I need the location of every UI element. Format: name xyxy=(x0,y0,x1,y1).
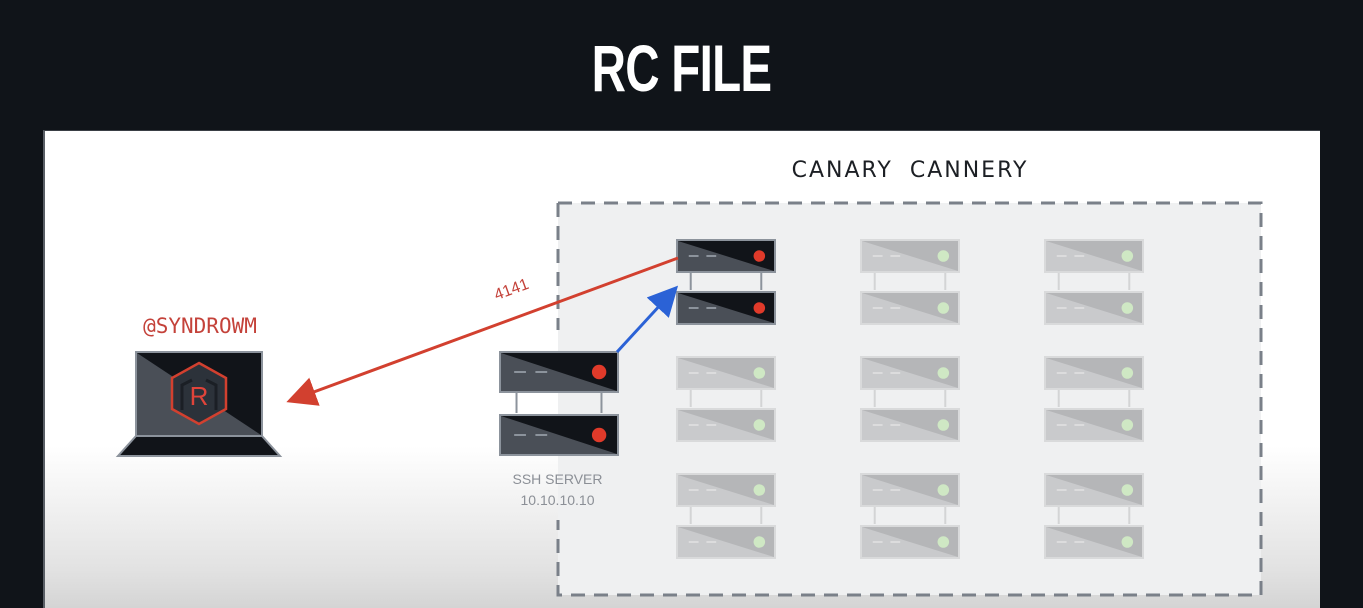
server-status-led xyxy=(1121,367,1134,379)
server-shade xyxy=(1046,410,1142,440)
canary-server-pair xyxy=(1044,239,1144,325)
server-shade xyxy=(862,475,958,505)
server-unit[interactable] xyxy=(860,291,960,325)
reverse-shell-arrow xyxy=(286,256,679,406)
canary-server-pair xyxy=(1044,473,1144,559)
server-shade xyxy=(1046,527,1142,557)
server-unit[interactable] xyxy=(860,473,960,507)
server-shade xyxy=(678,293,774,323)
server-unit[interactable] xyxy=(1044,525,1144,559)
server-status-led xyxy=(1121,536,1134,548)
ssh-server[interactable] xyxy=(499,351,619,456)
server-shade xyxy=(862,293,958,323)
ssh-server-label: SSH SERVER 10.10.10.10 xyxy=(480,469,635,511)
canary-server-pair xyxy=(860,239,960,325)
server-shade xyxy=(1046,293,1142,323)
ssh-server-pair xyxy=(499,351,619,456)
server-status-led xyxy=(753,367,766,379)
server-unit[interactable] xyxy=(1044,356,1144,390)
server-status-led xyxy=(591,427,607,443)
server-shade xyxy=(678,527,774,557)
server-unit[interactable] xyxy=(676,473,776,507)
rapid7-logo-icon: R xyxy=(170,361,228,426)
server-unit[interactable] xyxy=(676,356,776,390)
server-unit[interactable] xyxy=(676,408,776,442)
canary-server-pair xyxy=(1044,356,1144,442)
server-grid xyxy=(676,239,1144,559)
server-shade xyxy=(862,358,958,388)
server-status-led xyxy=(1121,484,1134,496)
server-shade xyxy=(1046,241,1142,271)
ssh-server-name: SSH SERVER xyxy=(512,471,603,487)
server-unit[interactable] xyxy=(1044,473,1144,507)
server-shade xyxy=(1046,358,1142,388)
server-status-led xyxy=(753,484,766,496)
canary-server-pair xyxy=(860,356,960,442)
canary-zone-border xyxy=(556,201,1263,597)
slide-title: RC FILE xyxy=(591,31,772,105)
server-status-led xyxy=(1121,302,1134,314)
attacker-handle: @SYNDROWM xyxy=(143,314,257,338)
pivot-arrow xyxy=(615,285,679,354)
server-shade xyxy=(678,358,774,388)
canary-server-pair xyxy=(676,356,776,442)
server-unit[interactable] xyxy=(499,414,619,456)
server-shade xyxy=(678,241,774,271)
laptop-base xyxy=(115,435,283,457)
server-status-led xyxy=(937,536,950,548)
server-unit[interactable] xyxy=(1044,408,1144,442)
ssh-server-ip: 10.10.10.10 xyxy=(520,492,595,508)
server-status-led xyxy=(937,250,950,262)
logo-letter: R xyxy=(190,381,209,411)
server-shade xyxy=(862,410,958,440)
server-status-led xyxy=(937,419,950,431)
server-shade xyxy=(678,410,774,440)
server-status-led xyxy=(753,419,766,431)
server-unit[interactable] xyxy=(676,239,776,273)
server-status-led xyxy=(937,484,950,496)
server-unit[interactable] xyxy=(499,351,619,393)
server-status-led xyxy=(1121,419,1134,431)
server-status-led xyxy=(937,367,950,379)
server-unit[interactable] xyxy=(860,525,960,559)
server-status-led xyxy=(937,302,950,314)
server-shade xyxy=(1046,475,1142,505)
server-status-led xyxy=(753,250,766,262)
canary-server-pair xyxy=(860,473,960,559)
server-shade xyxy=(501,353,617,391)
server-shade xyxy=(678,475,774,505)
server-status-led xyxy=(753,536,766,548)
server-shade xyxy=(501,416,617,454)
attacker-laptop[interactable]: R xyxy=(115,351,283,457)
server-unit[interactable] xyxy=(1044,239,1144,273)
server-unit[interactable] xyxy=(860,408,960,442)
server-unit[interactable] xyxy=(860,356,960,390)
compromised-server-pair xyxy=(676,239,776,325)
server-unit[interactable] xyxy=(860,239,960,273)
server-status-led xyxy=(753,302,766,314)
server-status-led xyxy=(1121,250,1134,262)
server-shade xyxy=(862,241,958,271)
server-unit[interactable] xyxy=(676,291,776,325)
server-shade xyxy=(862,527,958,557)
network-label: CANARY CANNERY xyxy=(791,158,1029,183)
server-status-led xyxy=(591,364,607,380)
server-unit[interactable] xyxy=(676,525,776,559)
canary-server-pair xyxy=(676,473,776,559)
server-unit[interactable] xyxy=(1044,291,1144,325)
